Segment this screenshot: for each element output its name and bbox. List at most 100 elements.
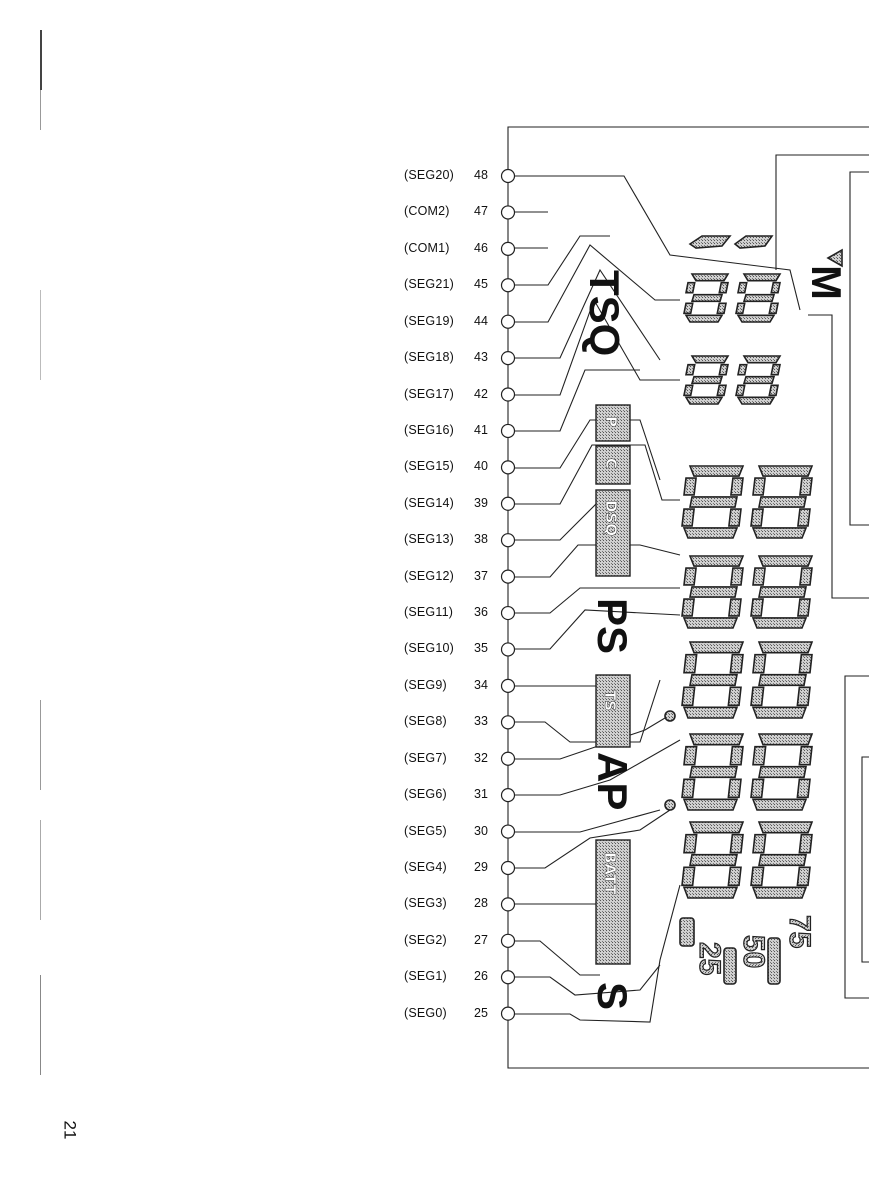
digit-segment [684, 618, 737, 628]
seven-segment-digits [682, 274, 812, 898]
digit-segment [759, 734, 812, 745]
digit-segment [690, 822, 743, 833]
digit-segment [798, 509, 810, 526]
ts-segment: TS [601, 690, 619, 711]
digit-segment [728, 867, 741, 885]
digit-segment [686, 283, 695, 293]
pin-connector [502, 534, 515, 547]
top-dash-segment [735, 236, 772, 248]
digit-segment [684, 835, 697, 853]
pin-connector [502, 570, 515, 583]
digit-segment [753, 835, 766, 853]
digit-segment [684, 528, 737, 538]
digit-segment [692, 356, 728, 363]
digit-segment [738, 397, 774, 404]
decimal-dot [665, 711, 675, 721]
tsq-segment: TSQ [581, 270, 628, 356]
pin-connector [502, 752, 515, 765]
pin-connector [502, 934, 515, 947]
digit-segment [717, 303, 726, 313]
digit-segment [800, 478, 812, 495]
digit-segment [690, 734, 743, 745]
digit-segment [692, 295, 722, 302]
digit-segment [690, 556, 743, 566]
ap-segment: AP [589, 752, 636, 810]
digit-segment [759, 466, 812, 476]
digit-segment [729, 509, 741, 526]
pin-connector [502, 206, 515, 219]
pin-connector [502, 789, 515, 802]
digit-segment [753, 478, 765, 495]
s-segment: S [589, 982, 636, 1010]
c-segment: C [602, 458, 620, 469]
dsq-segment: DSQ [602, 500, 620, 536]
pin-connector [502, 1007, 515, 1020]
digit-segment [730, 655, 743, 673]
digit-segment [759, 497, 806, 507]
digit-segment [800, 568, 812, 585]
side-frame [808, 315, 869, 598]
digit-segment [682, 509, 694, 526]
digit-segment [799, 747, 812, 765]
p-segment: P [602, 416, 620, 427]
pin-connector [502, 971, 515, 984]
digit-segment [719, 365, 728, 375]
lower-frame [845, 676, 869, 998]
digit-segment [682, 867, 695, 885]
digit-segment [682, 779, 695, 797]
digit-segment [738, 283, 747, 293]
digit-segment [751, 687, 764, 705]
digit-segment [717, 385, 726, 395]
digit-segment [753, 568, 765, 585]
speed-50-segment: 50 [737, 935, 770, 968]
digit-segment [751, 867, 764, 885]
digit-segment [690, 767, 737, 778]
pin-connector [502, 825, 515, 838]
digit-segment [692, 377, 722, 384]
speed-bar-segment [768, 938, 780, 984]
digit-segment [731, 478, 743, 495]
digit-segment [728, 779, 741, 797]
digit-segment [797, 779, 810, 797]
speed-25-segment: 25 [693, 942, 726, 975]
digit-segment [690, 497, 737, 507]
pin-connector [502, 679, 515, 692]
digit-segment [686, 315, 722, 322]
speed-75-segment: 75 [783, 915, 816, 948]
digit-segment [738, 315, 774, 322]
digit-segment [684, 655, 697, 673]
digit-segment [690, 855, 737, 866]
digit-segment [690, 675, 737, 686]
digit-segment [744, 356, 780, 363]
digit-segment [751, 599, 763, 616]
digit-segment [684, 568, 696, 585]
digit-segment [719, 283, 728, 293]
digit-segment [730, 835, 743, 853]
digit-segment [759, 587, 806, 597]
digit-segment [798, 599, 810, 616]
digit-segment [690, 587, 737, 597]
speed-bar-segment [724, 948, 736, 984]
digit-segment [759, 855, 806, 866]
pin-connector [502, 607, 515, 620]
digit-segment [771, 365, 780, 375]
digit-segment [759, 822, 812, 833]
digit-segment [753, 887, 806, 898]
digit-segment [797, 687, 810, 705]
digit-segment [736, 385, 745, 395]
digit-segment [751, 509, 763, 526]
digit-segment [799, 835, 812, 853]
digit-segment [692, 274, 728, 281]
m-arrow-icon [828, 250, 842, 266]
digit-segment [684, 747, 697, 765]
digit-segment [736, 303, 745, 313]
digit-segment [684, 707, 737, 718]
digit-segment [753, 707, 806, 718]
digit-segment [690, 466, 743, 476]
digit-segment [684, 887, 737, 898]
digit-segment [684, 385, 693, 395]
ps-segment: PS [589, 598, 636, 654]
lower-inner-frame [862, 757, 869, 962]
digit-segment [744, 274, 780, 281]
